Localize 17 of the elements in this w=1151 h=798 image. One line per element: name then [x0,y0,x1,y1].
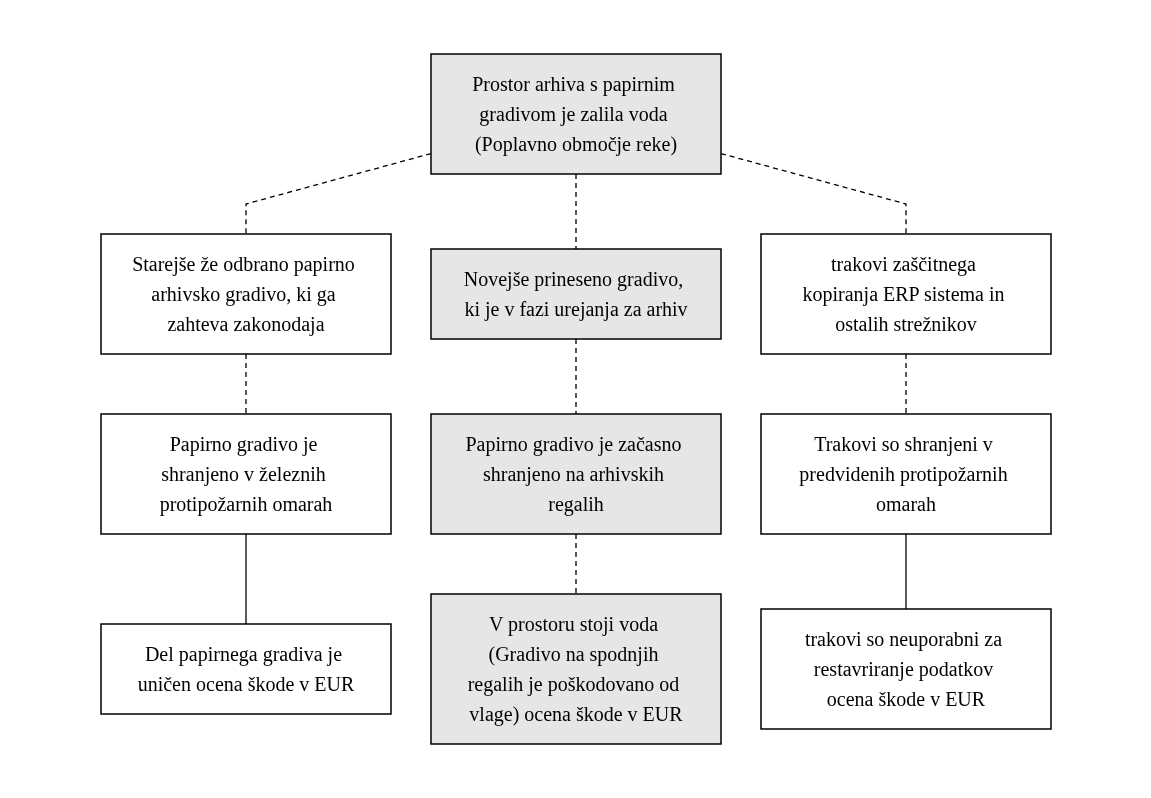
node-box: Starejše že odbrano papirno arhivsko gradivo, ki ga zahteva zakonodaja [99,233,392,355]
node-box: trakovi zaščitnega kopiranja ERP sistema in ostalih strežnikov [759,233,1052,355]
node-box: Prostor arhiva s papirnim gradivom je zalila voda (Poplavno območje reke) [429,53,722,175]
connector [904,533,907,610]
connector [904,353,907,415]
connector [574,533,577,595]
connector [244,533,247,625]
connector [574,338,577,415]
node-box: Del papirnega gradiva je uničen ocena škode v EUR [99,623,392,715]
node-box: trakovi so neuporabni za restavriranje podatkov ocena škode v EUR [759,608,1052,730]
node-box: V prostoru stoji voda (Gradivo na spodnjih regalih je poškodovano od vlage) ocena škode v EUR [429,593,722,745]
node-box: Papirno gradivo je shranjeno v železnih protipožarnih omarah [99,413,392,535]
connector [574,173,577,250]
node-box: Novejše prineseno gradivo, ki je v fazi urejanja za arhiv [429,248,722,340]
node-box: Papirno gradivo je začasno shranjeno na arhivskih regalih [429,413,722,535]
connector [244,353,247,415]
node-box: Trakovi so shranjeni v predvidenih protipožarnih omarah [759,413,1052,535]
